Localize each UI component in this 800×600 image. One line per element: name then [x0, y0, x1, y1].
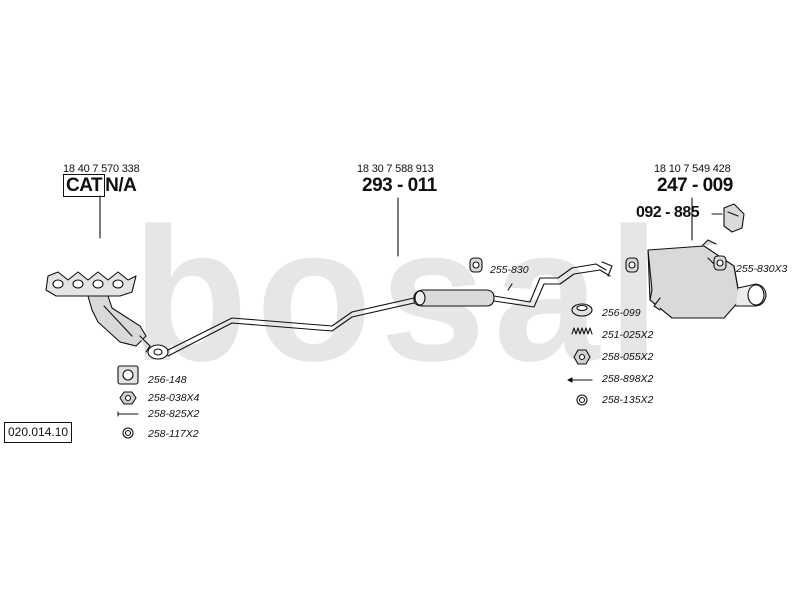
- rear-part-number: 247 - 009: [657, 175, 733, 196]
- ring-icon-258-117: [122, 427, 134, 439]
- catalytic-converter: [87, 295, 151, 353]
- rear-hanger-label: 255-830X3: [736, 263, 788, 275]
- nut-icon-258-038: [119, 391, 137, 405]
- exhaust-manifold: [45, 271, 137, 297]
- mid-hanger-label: 255-830: [490, 264, 529, 276]
- middle-silencer: [413, 283, 513, 307]
- middle-part-number: 293 - 011: [362, 175, 437, 196]
- fitting-label-rear-1: 251-025X2: [602, 329, 654, 341]
- na-label: N/A: [105, 175, 137, 196]
- gasket-icon-256-148: [117, 365, 139, 385]
- bolt-icon-258-898: [567, 377, 593, 383]
- watermark-text: bosal: [132, 189, 668, 401]
- fitting-label-front-1: 258-038X4: [148, 392, 200, 404]
- fitting-label-rear-3: 258-898X2: [602, 373, 654, 385]
- front-oe-number: 18 40 7 570 338: [63, 163, 140, 175]
- rear-bracket-number: 092 - 885: [636, 204, 700, 221]
- nut-icon-258-055: [573, 349, 591, 365]
- rear-bracket: [723, 203, 745, 233]
- rear-oe-number: 18 10 7 549 428: [654, 163, 731, 175]
- rear-pipe: [493, 261, 613, 308]
- fitting-label-rear-4: 258-135X2: [602, 394, 654, 406]
- middle-oe-number: 18 30 7 588 913: [357, 163, 434, 175]
- diagram-id: 020.014.10: [4, 422, 73, 443]
- fitting-label-front-2: 258-825X2: [148, 408, 200, 420]
- fitting-label-rear-0: 256-099: [602, 307, 641, 319]
- rubber-hanger-mid: [469, 257, 483, 273]
- rubber-hanger-rear: [625, 255, 727, 273]
- fitting-label-rear-2: 258-055X2: [602, 351, 654, 363]
- ring-icon-258-135: [576, 394, 588, 406]
- fitting-label-front-0: 256-148: [148, 374, 187, 386]
- rear-silencer: [647, 239, 767, 319]
- bolt-icon-258-825: [117, 411, 139, 417]
- fitting-label-front-3: 258-117X2: [148, 428, 199, 440]
- gasket-icon-256-099: [571, 303, 593, 317]
- cat-label: CAT: [63, 174, 106, 197]
- spring-icon-251-025: [571, 327, 593, 335]
- front-pipe: [167, 297, 415, 357]
